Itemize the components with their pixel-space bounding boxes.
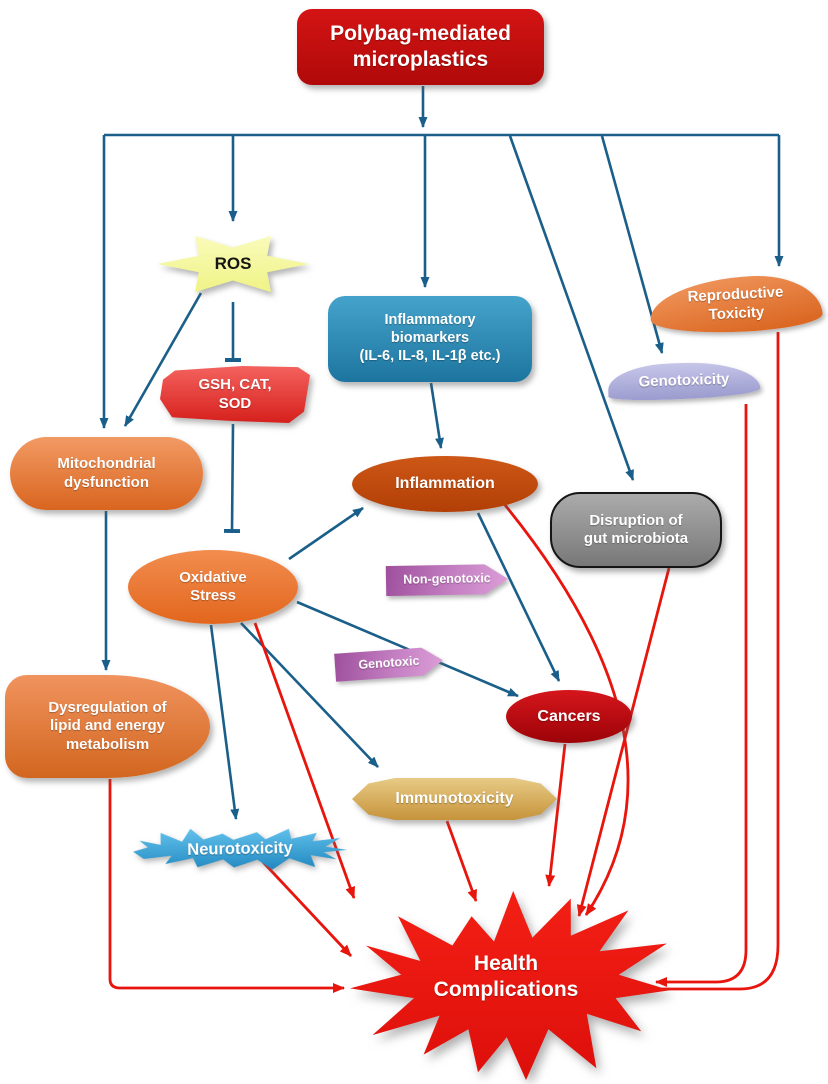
genotoxicity-label: Genotoxicity: [638, 370, 730, 391]
edge-biomarkers-to-inflammation: [429, 382, 444, 449]
genotoxic-label: Genotoxic: [357, 654, 420, 673]
pointed-banner-icon: Non-genotoxic: [386, 564, 509, 596]
nongenotoxic-label: Non-genotoxic: [403, 571, 491, 588]
mitochondrial-label: Mitochondrial dysfunction: [57, 455, 156, 491]
node-mitochondrial-dysfunction: Mitochondrial dysfunction: [10, 437, 203, 510]
edge-reproductive-to-health: [660, 332, 780, 991]
node-immunotoxicity: Immunotoxicity: [352, 778, 557, 820]
node-disruption-gut-microbiota: Disruption of gut microbiota: [550, 492, 722, 568]
gsh-label: GSH, CAT, SOD: [198, 376, 272, 412]
edge-gsh-inhibits-oxidative: [223, 423, 241, 534]
octagon-icon: Immunotoxicity: [352, 778, 557, 820]
star-icon: ROS: [157, 235, 309, 293]
edge-branch-to-gut: [508, 135, 635, 481]
edge-oxidative-to-inflammation: [288, 506, 364, 561]
inflammation-label: Inflammation: [395, 475, 495, 493]
node-health-complications: Health Complications: [350, 885, 670, 1080]
polybag-label: Polybag-mediated microplastics: [330, 22, 511, 71]
reproductive-label: Reproductive Toxicity: [687, 283, 784, 323]
node-ros-star: ROS: [157, 228, 309, 300]
biomarkers-label: Inflammatory biomarkers (IL-6, IL-8, IL-…: [359, 312, 501, 364]
node-cancers: Cancers: [506, 690, 632, 743]
node-oxidative-stress: Oxidative Stress: [128, 550, 298, 624]
edge-dysregulation-to-health: [108, 779, 345, 993]
neurotoxicity-label: Neurotoxicity: [187, 839, 293, 859]
node-inflammation: Inflammation: [352, 456, 538, 512]
edge-oxidative-to-neurotoxicity: [209, 624, 240, 820]
edge-ros-to-mitochondrial: [123, 292, 203, 427]
splash-icon: Neurotoxicity: [133, 824, 348, 874]
gut-label: Disruption of gut microbiota: [583, 511, 689, 547]
node-gsh-cat-sod: GSH, CAT, SOD: [160, 366, 310, 423]
edge-cancers-to-health: [545, 743, 567, 887]
wavy-flag-icon: GSH, CAT, SOD: [160, 366, 310, 423]
edge-immunotoxicity-to-health: [445, 820, 478, 902]
edge-neurotoxicity-to-health: [261, 861, 353, 957]
label-banner-non-genotoxic: Non-genotoxic: [386, 564, 509, 596]
dysregulation-label: Dysregulation of lipid and energy metabo…: [48, 699, 167, 753]
node-polybag-mediated-microplastics: Polybag-mediated microplastics: [297, 9, 544, 85]
edge-genotoxicity-to-health: [655, 404, 748, 987]
oxidative-label: Oxidative Stress: [179, 568, 247, 604]
health-label: Health Complications: [433, 951, 579, 1001]
edge-inflammation-to-cancers: [476, 512, 561, 682]
immunotoxicity-label: Immunotoxicity: [395, 790, 514, 808]
node-neurotoxicity: Neurotoxicity: [133, 824, 348, 874]
edge-gut-to-health: [576, 567, 671, 917]
node-dysregulation-metabolism: Dysregulation of lipid and energy metabo…: [5, 675, 210, 778]
ros-label: ROS: [214, 253, 252, 273]
cancers-label: Cancers: [537, 707, 601, 725]
node-inflammatory-biomarkers: Inflammatory biomarkers (IL-6, IL-8, IL-…: [328, 296, 532, 382]
starburst-icon: Health Complications: [350, 890, 670, 1080]
edge-oxidative-to-health: [253, 622, 356, 899]
